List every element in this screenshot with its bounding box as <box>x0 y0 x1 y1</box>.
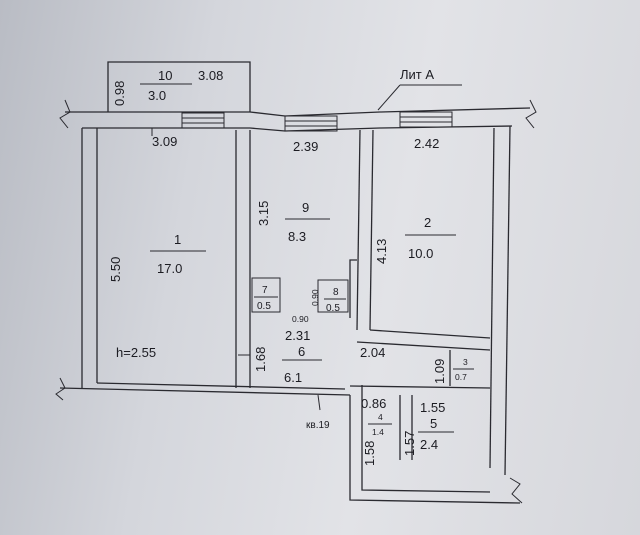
room-1-number: 1 <box>174 232 181 247</box>
dim-0-90-vertical: 0.90 <box>310 289 320 306</box>
exterior-walls <box>55 99 537 504</box>
room-6-area: 6.1 <box>284 370 302 385</box>
room-1-area: 17.0 <box>157 261 182 276</box>
apartment-label: кв.19 <box>306 420 330 431</box>
room-10-area: 3.0 <box>148 88 166 103</box>
dim-5-50: 5.50 <box>108 257 123 282</box>
dim-2-04: 2.04 <box>360 345 385 360</box>
dim-3-15: 3.15 <box>256 201 271 226</box>
lit-a-leader <box>377 84 462 111</box>
room-8-number: 8 <box>333 287 339 298</box>
dim-0-98: 0.98 <box>112 81 127 106</box>
dim-2-31: 2.31 <box>285 328 310 343</box>
room-6-number: 6 <box>298 344 305 359</box>
balcony-outline <box>107 61 251 112</box>
dim-1-55: 1.55 <box>420 400 445 415</box>
lit-a-label: Лит А <box>400 67 434 82</box>
room-7-number: 7 <box>262 285 268 296</box>
room-5-area: 2.4 <box>420 437 438 452</box>
interior-walls <box>235 129 491 460</box>
dim-3-08: 3.08 <box>198 68 223 83</box>
room-7-area: 0.5 <box>257 301 271 312</box>
dim-1-58: 1.58 <box>362 441 377 466</box>
room-4-area: 1.4 <box>372 427 384 437</box>
room-10-number: 10 <box>158 68 172 83</box>
dim-1-57: 1.57 <box>402 431 417 456</box>
dim-1-68: 1.68 <box>253 347 268 372</box>
room-3-area: 0.7 <box>455 372 467 382</box>
room-8-area: 0.5 <box>326 303 340 314</box>
dim-2-42: 2.42 <box>414 136 439 151</box>
room-9-area: 8.3 <box>288 229 306 244</box>
room-2-number: 2 <box>424 215 431 230</box>
room-2-area: 10.0 <box>408 246 433 261</box>
dim-0-90-horizontal: 0.90 <box>292 314 309 324</box>
room-3-number: 3 <box>463 357 468 367</box>
ceiling-height: h=2.55 <box>116 345 156 360</box>
room-4-number: 4 <box>378 412 383 422</box>
room-5-number: 5 <box>430 416 437 431</box>
dim-2-39: 2.39 <box>293 139 318 154</box>
dim-3-09: 3.09 <box>152 134 177 149</box>
dim-0-86: 0.86 <box>361 396 386 411</box>
room-9-number: 9 <box>302 200 309 215</box>
dim-1-09: 1.09 <box>432 359 447 384</box>
windows <box>181 111 453 132</box>
dim-4-13: 4.13 <box>374 239 389 264</box>
